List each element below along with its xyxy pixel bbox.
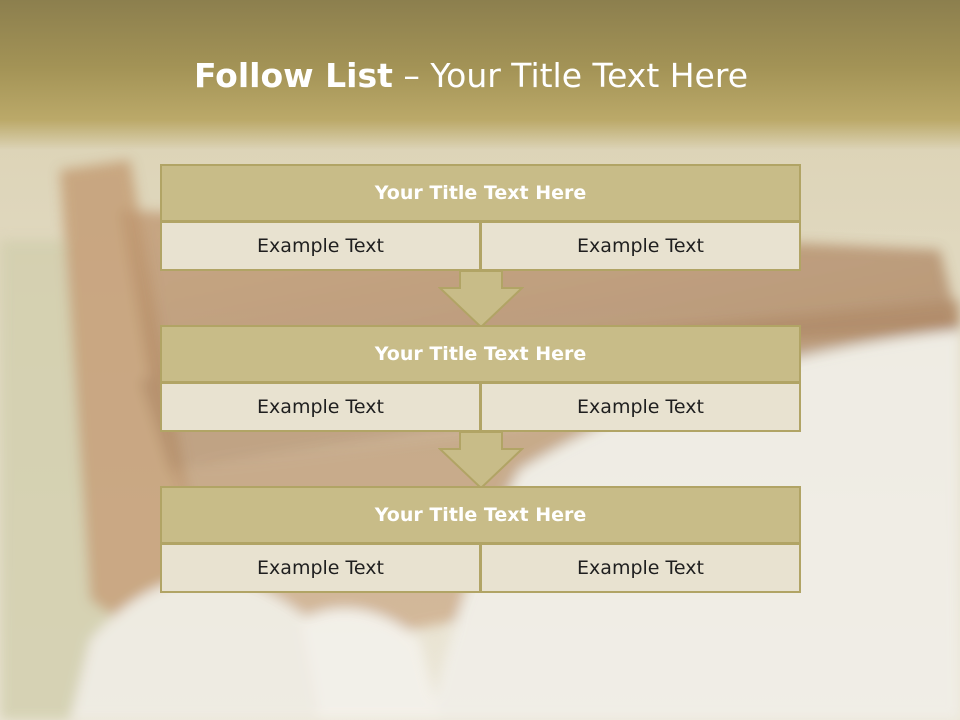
- block-2-title: Your Title Text Here: [160, 325, 801, 383]
- block-2-right-cell: Example Text: [480, 382, 801, 432]
- block-2-left-cell: Example Text: [160, 382, 481, 432]
- list-block-3: Your Title Text Here Example Text Exampl…: [160, 486, 801, 593]
- block-1-title: Your Title Text Here: [160, 164, 801, 222]
- down-arrow-icon: [438, 271, 524, 329]
- block-3-right-cell: Example Text: [480, 543, 801, 593]
- block-1-right-cell: Example Text: [480, 221, 801, 271]
- slide-title: Follow List – Your Title Text Here: [0, 50, 942, 102]
- list-block-1: Your Title Text Here Example Text Exampl…: [160, 164, 801, 271]
- slide-title-bold: Follow List: [193, 56, 393, 95]
- down-arrow-icon: [438, 432, 524, 490]
- list-block-2: Your Title Text Here Example Text Exampl…: [160, 325, 801, 432]
- slide-title-rest: – Your Title Text Here: [403, 56, 749, 95]
- title-band: [0, 0, 960, 150]
- block-3-left-cell: Example Text: [160, 543, 481, 593]
- block-1-left-cell: Example Text: [160, 221, 481, 271]
- block-3-title: Your Title Text Here: [160, 486, 801, 544]
